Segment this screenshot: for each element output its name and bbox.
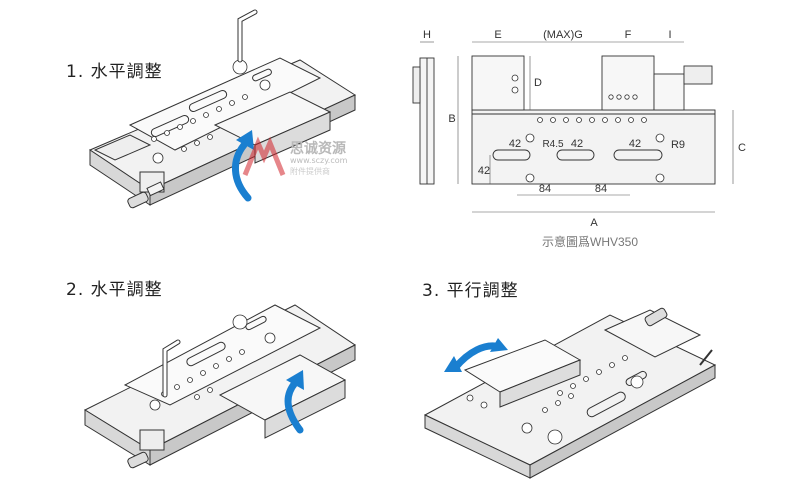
- step-3-label: 3. 平行調整: [422, 281, 519, 301]
- dim-A: A: [590, 217, 598, 229]
- dim-42-b: 42: [571, 138, 583, 150]
- step-1-label: 1. 水平調整: [66, 62, 163, 82]
- dim-R9: R9: [671, 139, 685, 151]
- drawing-caption: 示意圖爲WHV350: [542, 235, 639, 249]
- dim-42-vertical: 42: [478, 165, 490, 177]
- dim-42-c: 42: [629, 138, 641, 150]
- dim-84-b: 84: [595, 183, 607, 195]
- watermark-tagline: 附件提供商: [290, 167, 330, 176]
- watermark-url: www.sczy.com: [290, 156, 348, 165]
- dim-I: I: [668, 29, 671, 41]
- watermark-title: 思诚资源: [290, 141, 346, 157]
- dim-84-a: 84: [539, 183, 551, 195]
- dim-D: D: [534, 77, 542, 89]
- dim-F: F: [625, 29, 632, 41]
- dim-G: (MAX)G: [543, 29, 583, 41]
- dim-E: E: [494, 29, 501, 41]
- dim-H: H: [423, 29, 431, 41]
- dim-42-a: 42: [509, 138, 521, 150]
- dim-R4.5: R4.5: [542, 139, 564, 150]
- step-2-label: 2. 水平調整: [66, 280, 163, 300]
- dim-C: C: [738, 142, 746, 154]
- dim-B: B: [448, 113, 455, 125]
- watermark-logo: [242, 136, 286, 176]
